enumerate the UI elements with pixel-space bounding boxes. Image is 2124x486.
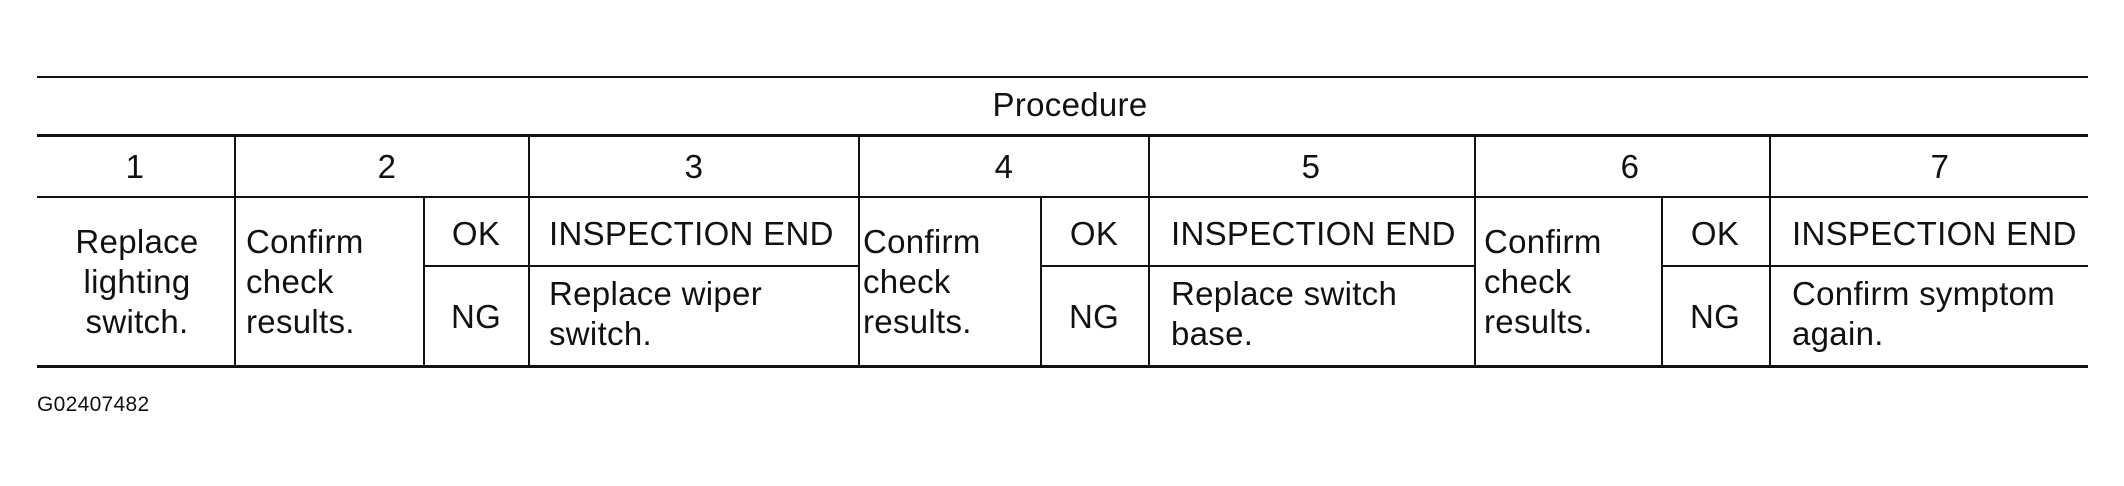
col-divider-6-7 — [1769, 134, 1771, 366]
step5-ng-result: Replace switch base. — [1171, 275, 1398, 352]
step3-ng-result: Replace wiper switch. — [549, 275, 763, 352]
step2-ok-label: OK — [451, 215, 501, 252]
step2-check: Confirm check results. — [246, 223, 364, 340]
step-number-2: 2 — [377, 148, 397, 185]
table-bottom-border — [37, 365, 2088, 368]
ok-ng-divider-4 — [1040, 265, 1474, 267]
step5-ok-result: INSPECTION END — [1171, 215, 1456, 252]
col-divider-2-ok — [423, 196, 425, 366]
col-divider-2-3 — [528, 134, 530, 366]
step2-ng-label: NG — [450, 298, 502, 335]
table-top-border — [37, 76, 2088, 78]
step-number-3: 3 — [684, 148, 704, 185]
step6-ok-label: OK — [1690, 215, 1740, 252]
step-number-5: 5 — [1301, 148, 1321, 185]
col-divider-4-ok — [1040, 196, 1042, 366]
step4-ok-label: OK — [1069, 215, 1119, 252]
step4-ng-label: NG — [1068, 298, 1120, 335]
col-divider-4-5 — [1148, 134, 1150, 366]
step-number-4: 4 — [994, 148, 1014, 185]
step-number-7: 7 — [1930, 148, 1950, 185]
table-step-divider — [37, 196, 2088, 198]
col-divider-6-ok — [1661, 196, 1663, 366]
step-number-6: 6 — [1620, 148, 1640, 185]
ok-ng-divider-2 — [423, 265, 858, 267]
step6-check: Confirm check results. — [1484, 223, 1602, 340]
step7-ok-result: INSPECTION END — [1792, 215, 2077, 252]
col-divider-1-2 — [234, 134, 236, 366]
figure-code: G02407482 — [37, 393, 150, 416]
step-number-1: 1 — [125, 148, 145, 185]
step6-ng-label: NG — [1689, 298, 1741, 335]
step7-ng-result: Confirm symptom again. — [1792, 275, 2056, 352]
step1-action: Replace lighting switch. — [75, 223, 199, 340]
step4-check: Confirm check results. — [863, 223, 981, 340]
table-header-divider — [37, 134, 2088, 137]
ok-ng-divider-6 — [1661, 265, 2088, 267]
col-divider-5-6 — [1474, 134, 1476, 366]
col-divider-3-4 — [858, 134, 860, 366]
table-title: Procedure — [992, 86, 1148, 123]
step3-ok-result: INSPECTION END — [549, 215, 834, 252]
